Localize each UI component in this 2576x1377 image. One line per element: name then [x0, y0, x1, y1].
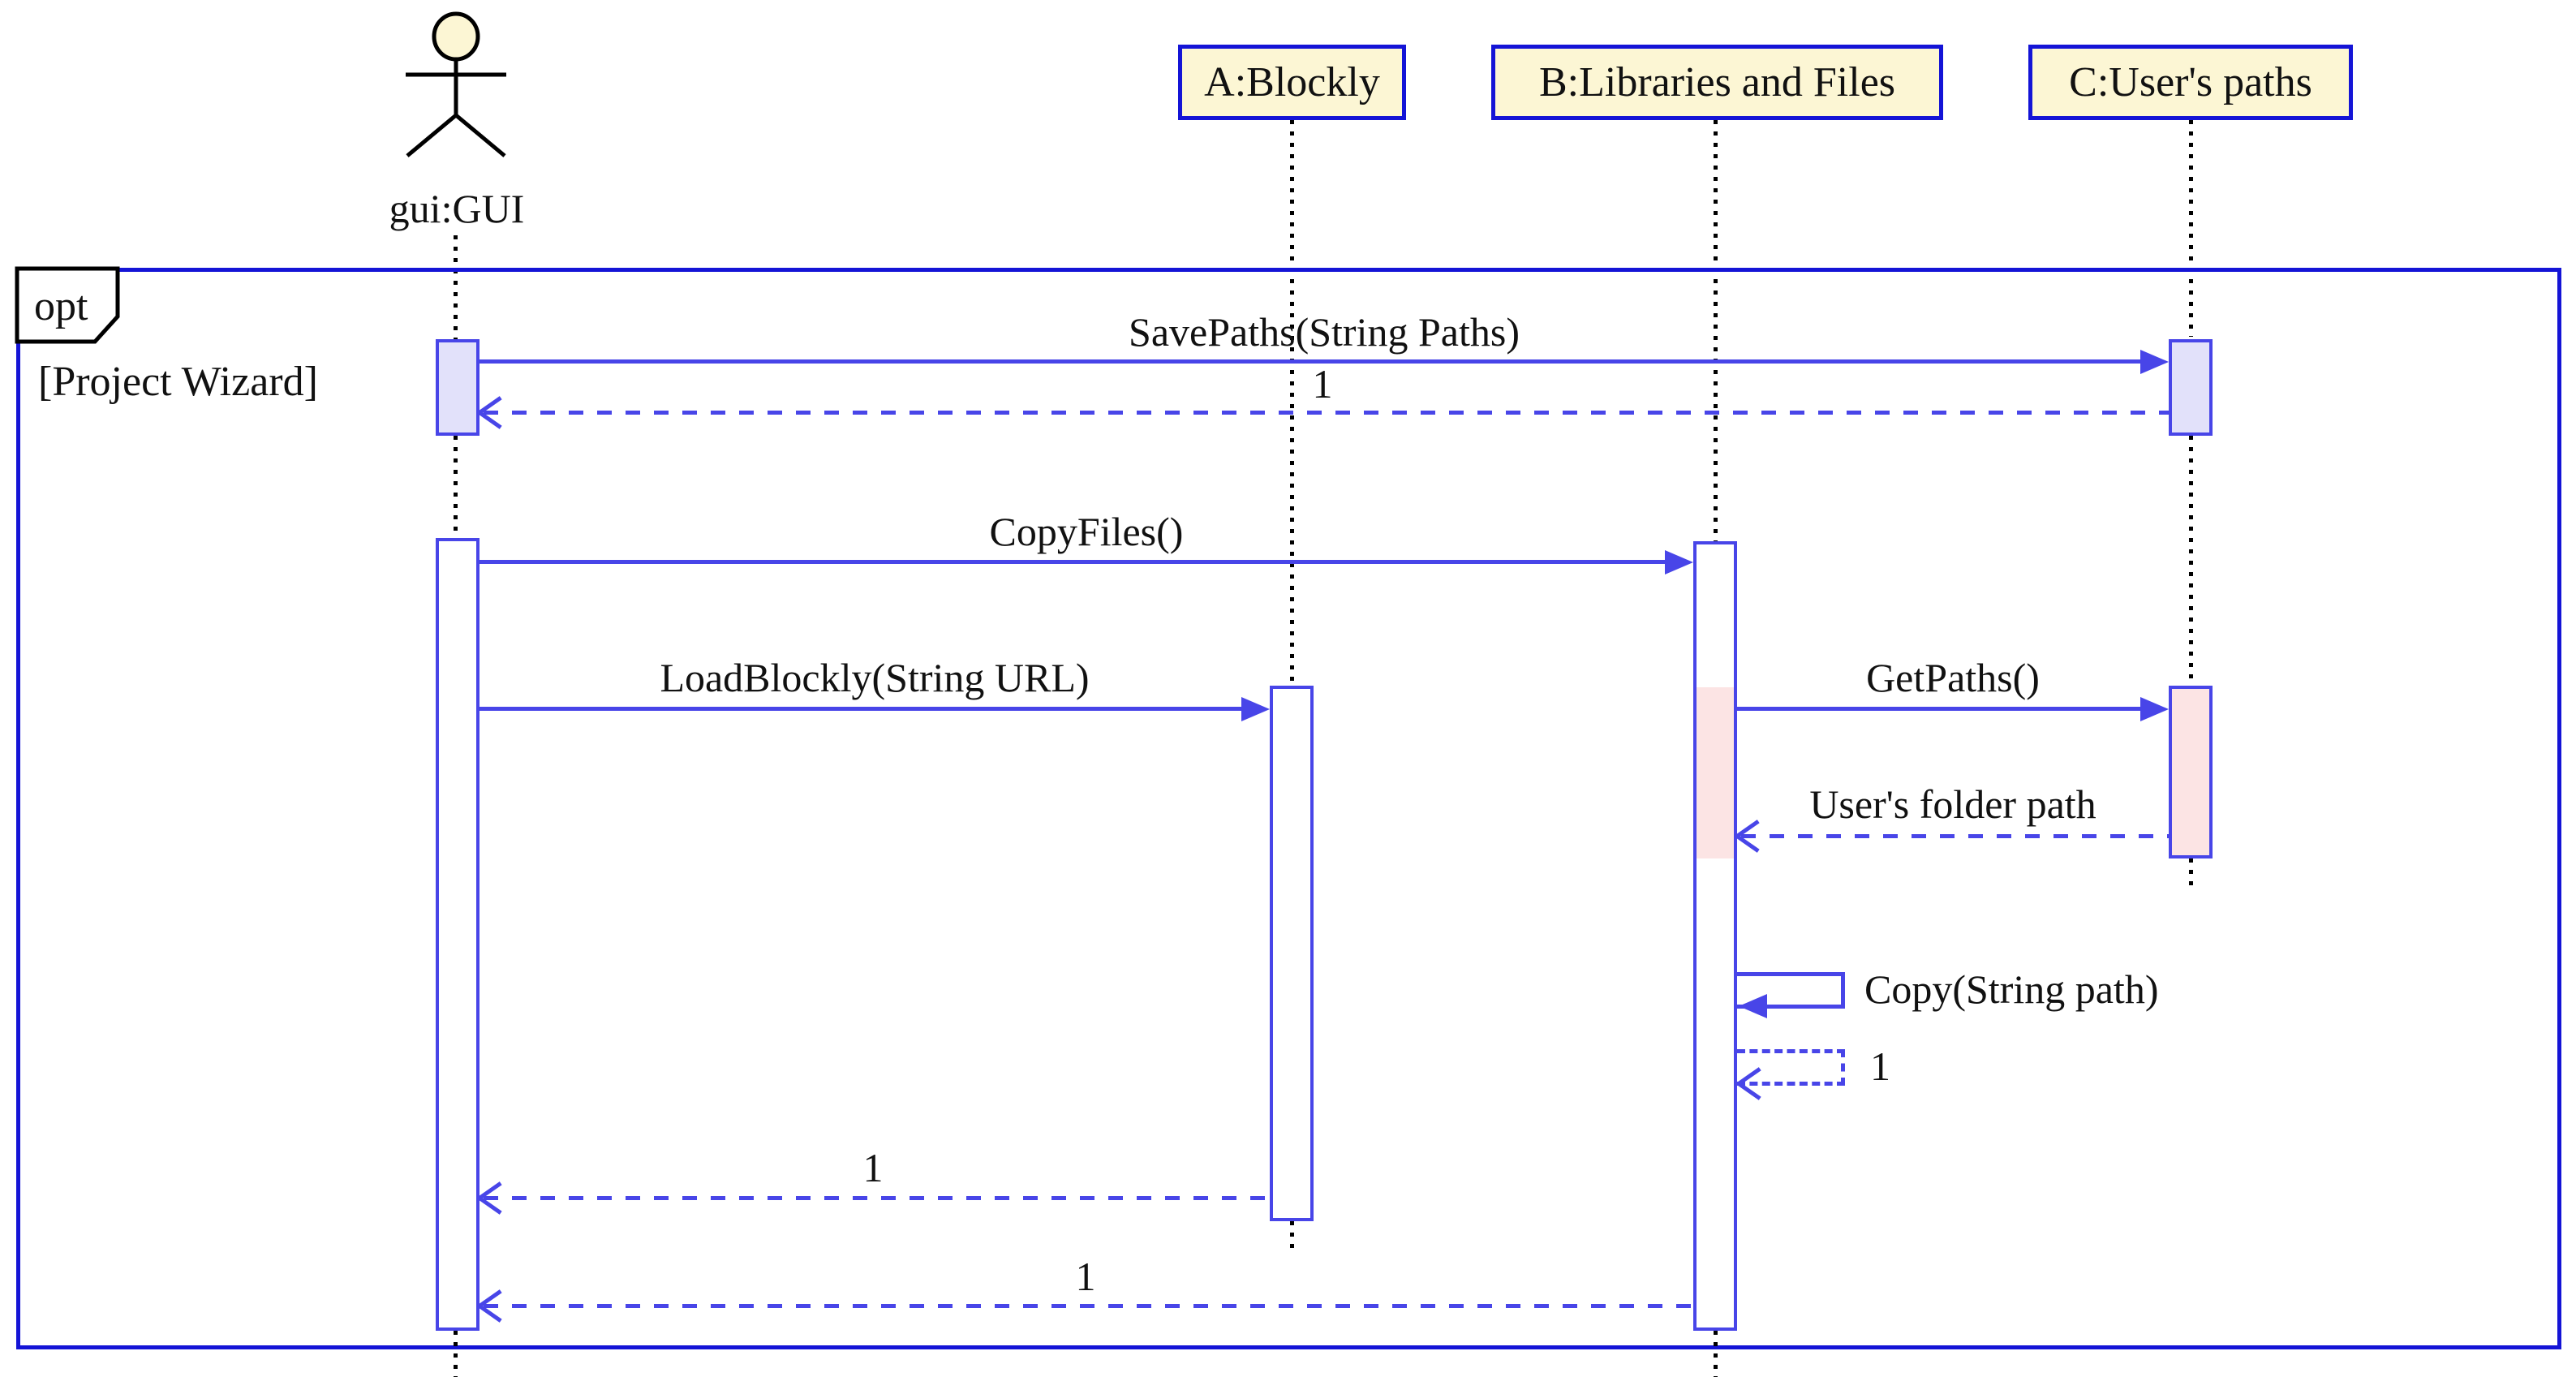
message-label-selfreturn: 1	[1870, 1044, 1890, 1089]
message-label-getpaths: GetPaths()	[1866, 655, 2040, 700]
message-line-return-loadblockly	[484, 1196, 1270, 1200]
lifeline-b	[1714, 120, 1718, 541]
open-arrowhead-icon	[480, 1184, 505, 1211]
message-label-loadblockly: LoadBlockly(String URL)	[660, 655, 1090, 700]
open-arrowhead-icon	[480, 1292, 505, 1319]
message-label-copyfiles: CopyFiles()	[989, 509, 1184, 554]
message-label-savepaths: SavePaths(String Paths)	[1129, 309, 1520, 355]
message-label-return-copyfiles: 1	[1075, 1254, 1096, 1299]
participant-a: A:Blockly	[1178, 45, 1406, 120]
open-arrowhead-icon	[480, 398, 505, 426]
arrowhead-icon	[2140, 697, 2169, 721]
actor-icon	[406, 11, 506, 157]
lifeline-a	[1290, 1221, 1294, 1252]
lifeline-gui	[454, 1331, 458, 1377]
opt-operator-label: opt	[34, 283, 88, 329]
actor-label: gui:GUI	[389, 186, 525, 231]
message-line-folderpath	[1741, 834, 2169, 838]
selfreturn-loop-copy	[1737, 1049, 1845, 1086]
message-line-return-savepaths	[484, 411, 2169, 415]
activation-gui-2	[436, 538, 480, 1331]
participant-c-label: C:User's paths	[2069, 59, 2312, 105]
activation-gui-1	[436, 339, 480, 436]
lifeline-c	[2189, 120, 2193, 337]
message-line-return-copyfiles	[484, 1304, 1693, 1308]
message-line-getpaths	[1737, 707, 2140, 711]
lifeline-b	[1714, 1331, 1718, 1377]
participant-b: B:Libraries and Files	[1491, 45, 1943, 120]
arrowhead-icon	[1665, 550, 1693, 574]
arrowhead-icon	[1739, 994, 1767, 1018]
activation-c-2	[2169, 686, 2213, 858]
message-label-folderpath: User's folder path	[1809, 781, 2096, 827]
activation-c-1	[2169, 339, 2213, 436]
activation-b-nested	[1697, 687, 1734, 858]
selfcall-loop-copy	[1737, 972, 1845, 1009]
message-label-copy: Copy(String path)	[1864, 966, 2159, 1012]
arrowhead-icon	[1241, 697, 1270, 721]
message-line-loadblockly	[480, 707, 1241, 711]
lifeline-a	[1290, 120, 1294, 686]
opt-guard-label: [Project Wizard]	[38, 359, 318, 405]
participant-c: C:User's paths	[2028, 45, 2353, 120]
activation-a	[1270, 686, 1314, 1221]
activation-b	[1693, 541, 1737, 1331]
lifeline-c	[2189, 436, 2193, 686]
opt-fragment-tab	[15, 266, 120, 344]
message-line-copyfiles	[480, 560, 1665, 564]
lifeline-c	[2189, 858, 2193, 886]
message-label-return-loadblockly: 1	[862, 1145, 884, 1190]
arrowhead-icon	[2140, 350, 2169, 374]
open-arrowhead-icon	[1739, 1069, 1765, 1097]
lifeline-gui	[454, 436, 458, 538]
lifeline-gui	[454, 235, 458, 339]
opt-fragment-frame	[16, 268, 2561, 1349]
message-line-savepaths	[480, 359, 2140, 364]
message-label-return-savepaths: 1	[1312, 361, 1333, 407]
participant-a-label: A:Blockly	[1204, 59, 1380, 105]
participant-b-label: B:Libraries and Files	[1538, 59, 1896, 105]
open-arrowhead-icon	[1737, 822, 1763, 850]
